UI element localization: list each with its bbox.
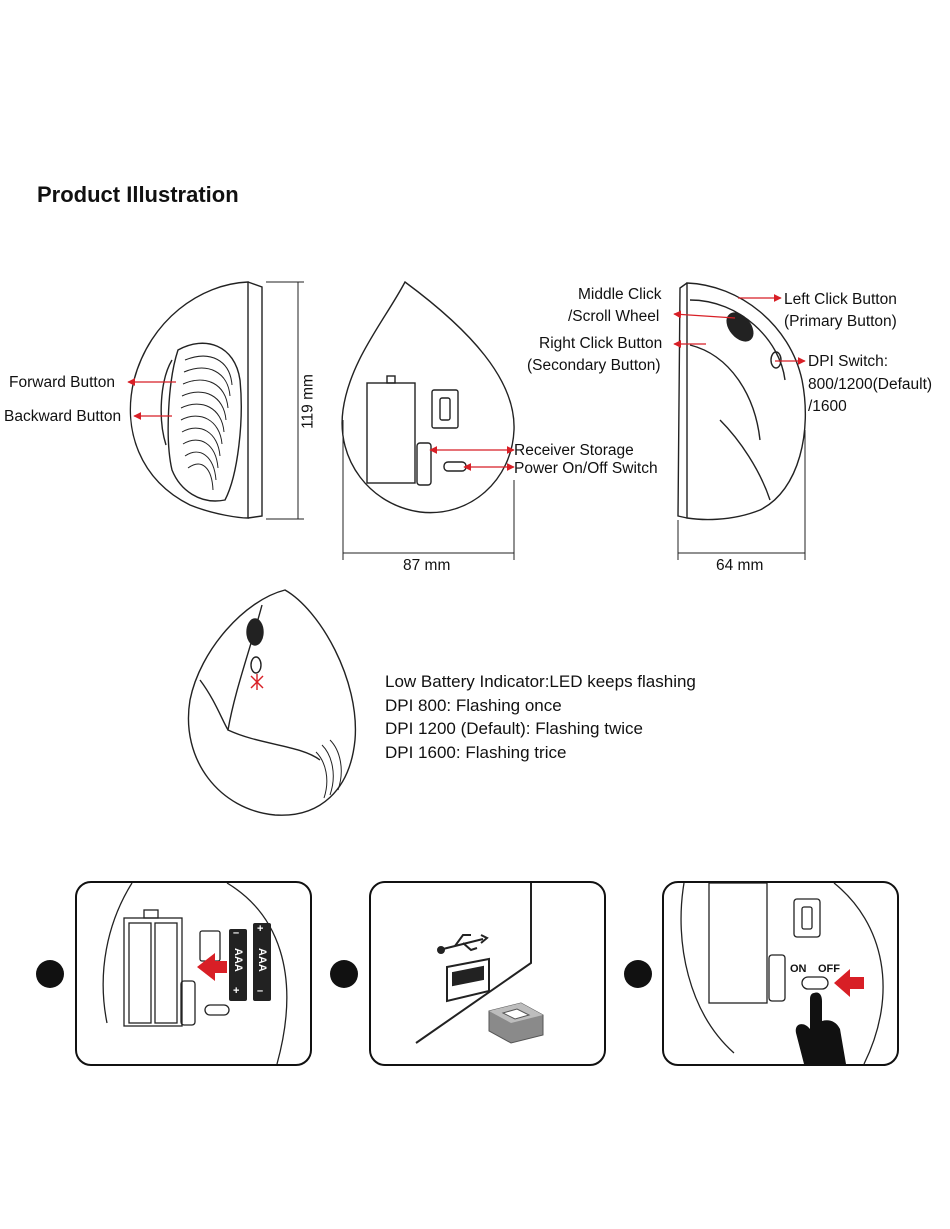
height-label: 119 mm: [299, 374, 317, 429]
battery-2-type: AAA: [256, 948, 268, 972]
right-click-label-2: (Secondary Button): [527, 357, 661, 374]
step-2-panel: [369, 881, 606, 1066]
finger-icon: [795, 992, 846, 1064]
width-dimension-87: [342, 420, 515, 560]
indicator-line-3: DPI 1200 (Default): Flashing twice: [385, 719, 643, 738]
right-click-label-1: Right Click Button: [539, 335, 663, 352]
dpi-switch-label-1: DPI Switch:: [808, 353, 889, 370]
battery-1-minus: –: [233, 927, 240, 939]
left-click-label-1: Left Click Button: [784, 291, 897, 308]
battery-1-plus: +: [233, 985, 240, 997]
led-indicator-icon: [250, 674, 264, 690]
indicator-line-1: Low Battery Indicator:LED keeps flashing: [385, 672, 696, 691]
off-label: OFF: [818, 963, 840, 975]
battery-2-plus: +: [257, 923, 264, 935]
width-label: 87 mm: [403, 557, 451, 574]
usb-icon: [437, 934, 489, 954]
left-click-label-2: (Primary Button): [784, 313, 897, 330]
insert-arrow-icon: [197, 953, 227, 981]
depth-label: 64 mm: [716, 557, 764, 574]
backward-button-label: Backward Button: [4, 408, 122, 425]
indicator-line-4: DPI 1600: Flashing trice: [385, 743, 567, 762]
page-title: Product Illustration: [37, 182, 239, 207]
step-1-marker: [36, 960, 64, 988]
depth-dimension-64: [677, 430, 806, 560]
on-label: ON: [790, 963, 807, 975]
receiver-storage-label: Receiver Storage: [514, 442, 634, 459]
step-2-marker: [330, 960, 358, 988]
usb-port-drawing: [415, 883, 544, 1044]
step-3-marker: [624, 960, 652, 988]
forward-button-label: Forward Button: [9, 374, 115, 391]
middle-click-label-2: /Scroll Wheel: [568, 308, 660, 325]
middle-click-label-1: Middle Click: [578, 286, 662, 303]
step-1-panel: AAA AAA – + + –: [75, 881, 312, 1066]
side-view-mouse: [129, 281, 263, 519]
battery-compartment-drawing: [102, 883, 288, 1064]
usb-receiver-icon: [488, 1002, 544, 1044]
middle-click-arrow: [673, 310, 736, 319]
battery-2-minus: –: [257, 985, 264, 997]
step-3-panel: ON OFF: [662, 881, 899, 1066]
dpi-switch-label-2: 800/1200(Default): [808, 376, 933, 393]
power-switch-label: Power On/Off Switch: [514, 460, 658, 477]
battery-1-type: AAA: [232, 948, 244, 972]
bottom-view-mouse: [341, 280, 515, 514]
height-dimension: [266, 281, 304, 520]
right-view-mouse: [677, 282, 807, 521]
indicator-line-2: DPI 800: Flashing once: [385, 696, 562, 715]
top-view-mouse: [187, 589, 357, 816]
usb-socket-icon: [446, 957, 490, 1003]
power-switch-drawing: [680, 883, 884, 1064]
dpi-switch-label-3: /1600: [808, 398, 847, 415]
press-arrow-icon: [834, 969, 864, 997]
